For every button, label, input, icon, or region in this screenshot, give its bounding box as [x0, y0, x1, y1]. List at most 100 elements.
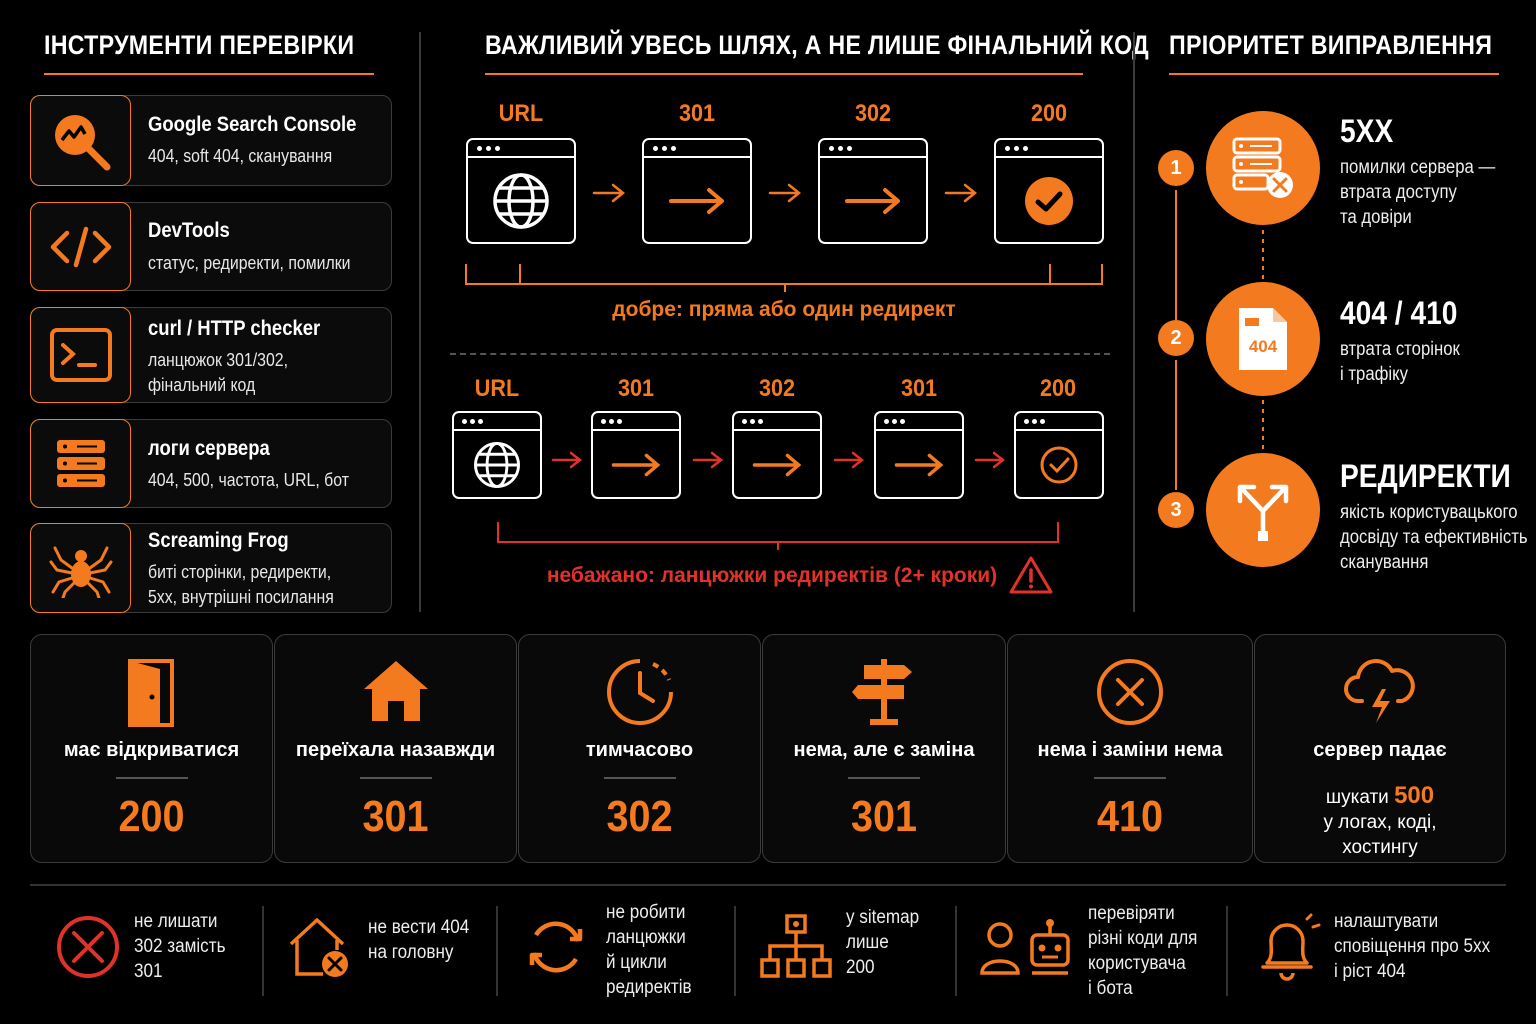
tip-text: не робити ланцюжки й цикли редиректів: [606, 902, 692, 998]
status-code-500: 500: [1394, 782, 1435, 809]
tool-card-curl[interactable]: curl / HTTP checker ланцюжок 301/302, фі…: [30, 307, 392, 403]
status-card-410: нема і заміни нема 410: [1007, 634, 1253, 863]
tip-divider: [1226, 906, 1228, 996]
path-title-underline: [485, 73, 1083, 75]
status-card-200: має відкриватися 200: [30, 634, 273, 863]
file-404-icon: 404: [1239, 308, 1287, 370]
priority-circle-redirects: [1206, 453, 1320, 567]
browser-window-ok: [1014, 411, 1104, 499]
status-card-500: сервер падає шукати 500 у логах, коді, х…: [1254, 634, 1506, 863]
server-icon: [30, 419, 131, 508]
flow-arrow-red-icon: [551, 451, 583, 469]
priority-item-title: РЕДИРЕКТИ: [1340, 458, 1511, 494]
arrow-right-icon: [611, 453, 661, 477]
split-arrows-icon: [1237, 484, 1289, 541]
tip-404-home: не вести 404 на головну: [284, 903, 494, 999]
clock-icon: [606, 659, 673, 725]
flow-arrow-red-icon: [692, 451, 724, 469]
priority-item-title: 404 / 410: [1340, 295, 1458, 331]
tool-desc: биті сторінки, редиректи, 5xx, внутрішні…: [148, 562, 334, 607]
card-divider: [603, 777, 676, 779]
check-circle-icon: [1025, 177, 1073, 225]
tip-no-chains: не робити ланцюжки й цикли редиректів: [520, 902, 730, 999]
status-code: 301: [850, 792, 918, 841]
step-label: URL: [498, 100, 544, 127]
card-divider: [359, 777, 432, 779]
status-label: сервер падає: [1313, 739, 1447, 761]
tip-302-vs-301: не лишати 302 замість 301: [52, 903, 262, 999]
svg-text:404: 404: [1249, 337, 1278, 356]
tip-divider: [734, 906, 736, 996]
chain-separator: [450, 353, 1110, 355]
browser-window-url: [466, 138, 576, 244]
tip-text: у sitemap лише 200: [846, 907, 920, 978]
loop-icon: [529, 921, 583, 973]
door-icon: [127, 659, 174, 727]
priority-item-desc: помилки сервера — втрата доступу та дові…: [1340, 157, 1496, 228]
user-bot-icon: [980, 919, 1070, 975]
tool-card-search-console[interactable]: Google Search Console 404, soft 404, ска…: [30, 95, 392, 186]
bottom-separator: [30, 884, 1506, 886]
tools-title: Інструменти перевірки: [44, 30, 355, 60]
step-label: 301: [900, 375, 938, 402]
priority-circle-404: 404: [1206, 282, 1320, 396]
tool-card-screaming-frog[interactable]: Screaming Frog биті сторінки, редиректи,…: [30, 523, 392, 613]
globe-icon: [493, 173, 549, 229]
arrow-right-icon: [845, 188, 900, 214]
step-label: URL: [474, 375, 520, 402]
bell-icon: [1261, 913, 1321, 981]
status-code: 302: [606, 792, 673, 841]
browser-window-url: [452, 411, 542, 499]
step-label: 301: [678, 100, 716, 127]
signpost-icon: [852, 659, 912, 725]
tool-desc: 404, 500, частота, URL, бот: [148, 470, 349, 490]
home-icon: [363, 661, 428, 721]
status-label: тимчасово: [585, 739, 694, 761]
status-label: нема і заміни нема: [1037, 739, 1223, 761]
arrow-right-icon: [752, 453, 802, 477]
flow-arrow-icon: [592, 183, 626, 203]
tool-name: Google Search Console: [148, 113, 357, 136]
card-divider: [1094, 777, 1166, 779]
browser-window-redirect: [732, 411, 822, 499]
good-chain-bracket: [465, 264, 1103, 292]
terminal-icon: [30, 307, 131, 403]
step-label: 302: [854, 100, 892, 127]
step-label: 200: [1039, 375, 1077, 402]
tool-name: логи сервера: [148, 437, 270, 460]
step-label: 200: [1030, 100, 1068, 127]
priority-item-desc: якість користувацького досвіду та ефекти…: [1340, 502, 1528, 573]
tool-desc: ланцюжок 301/302, фінальний код: [148, 350, 288, 395]
flow-arrow-icon: [768, 183, 802, 203]
tool-card-server-logs[interactable]: логи сервера 404, 500, частота, URL, бот: [30, 419, 392, 508]
tip-divider: [262, 906, 264, 996]
priority-number: 3: [1158, 492, 1194, 528]
status-code: 301: [362, 792, 429, 841]
search-console-icon: [30, 95, 131, 186]
browser-window-redirect: [818, 138, 928, 244]
flow-arrow-red-icon: [833, 451, 865, 469]
tool-name: curl / HTTP checker: [148, 317, 321, 340]
status-note: шукати 500 у логах, коді, хостингу: [1255, 783, 1505, 860]
priority-item-title: 5XX: [1340, 113, 1394, 149]
tip-divider: [496, 906, 498, 996]
status-label: переїхала назавжди: [295, 739, 496, 761]
warning-icon: [1009, 556, 1053, 594]
tip-user-vs-bot: перевіряти різні коди для користувача і …: [978, 903, 1218, 999]
bad-chain-caption: небажано: ланцюжки редиректів (2+ кроки): [546, 564, 998, 587]
status-label: має відкриватися: [63, 739, 240, 761]
path-title: Важливий увесь шлях, а не лише фінальний…: [485, 30, 1149, 60]
browser-window-redirect: [591, 411, 681, 499]
bad-chain-bracket: [497, 522, 1059, 550]
tip-text: налаштувати сповіщення про 5xx і ріст 40…: [1334, 911, 1491, 982]
priority-number: 2: [1158, 320, 1194, 356]
tip-text: не вести 404 на головну: [368, 917, 470, 963]
storm-cloud-icon: [1344, 659, 1415, 723]
no-circle-icon: [57, 916, 119, 978]
column-divider-left: [419, 32, 421, 612]
tool-card-devtools[interactable]: DevTools статус, редиректи, помилки: [30, 202, 392, 291]
tip-text: не лишати 302 замість 301: [134, 911, 226, 982]
tool-desc: статус, редиректи, помилки: [148, 253, 351, 273]
status-code: 410: [1096, 792, 1164, 841]
tools-title-underline: [44, 73, 374, 75]
